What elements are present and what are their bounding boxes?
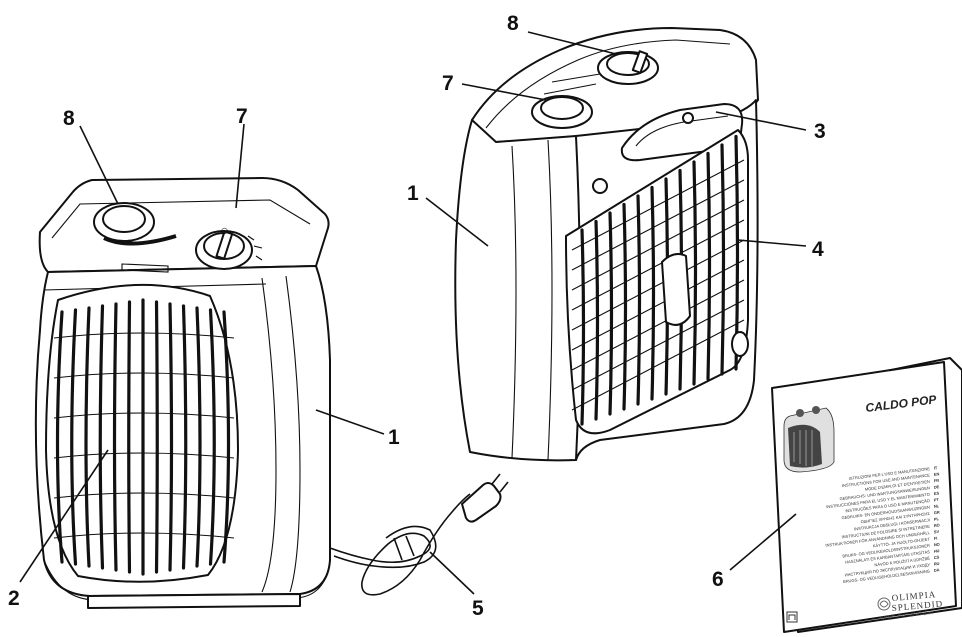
front-grille-band xyxy=(53,452,235,459)
manual-booklet: CALDO POP ISTRUZIONI PER L'USO E MANUTEN… xyxy=(771,357,962,633)
manual-language-code: RO xyxy=(933,522,940,528)
manual-corner-icon xyxy=(786,611,798,623)
front-grille-band xyxy=(53,332,235,339)
front-grille-band xyxy=(53,492,235,499)
back-grille-bar xyxy=(636,194,642,406)
back-callouts: 8 7 3 4 1 xyxy=(407,12,826,261)
front-callouts: 8 7 1 2 xyxy=(8,105,400,610)
front-heater-top xyxy=(38,177,330,273)
back-heater xyxy=(454,27,759,462)
manual-callout: 6 xyxy=(712,513,797,591)
front-grille xyxy=(53,298,235,576)
manual-language-code: NO xyxy=(933,542,940,548)
brand-tagline: HOME OF COMFORT xyxy=(880,610,935,620)
back-grille-bar xyxy=(706,151,712,381)
callout-back-handle: 3 xyxy=(814,120,826,143)
olimpia-logo-icon xyxy=(877,597,891,611)
manual-language-code: DA xyxy=(933,567,939,573)
manual-language-code: CS xyxy=(933,554,939,560)
front-grille-bar xyxy=(127,300,132,574)
cord-callout: 5 xyxy=(429,551,484,620)
back-grille-band xyxy=(571,299,745,391)
manual-language-code: RU xyxy=(933,561,939,567)
back-grille-band xyxy=(571,179,745,271)
back-thermostat-knob[interactable] xyxy=(531,95,593,129)
front-thermostat-knob[interactable]: ○ xyxy=(195,226,263,270)
thermostat-off-icon: ○ xyxy=(221,226,228,235)
front-grille-bar xyxy=(98,304,105,570)
callout-front-selector: 8 xyxy=(63,107,75,130)
manual-language-code: PT xyxy=(933,497,939,503)
callout-front-grille: 2 xyxy=(8,587,20,610)
front-grille-bar xyxy=(154,300,159,574)
back-grille-band xyxy=(571,159,745,251)
manual-language-code: NL xyxy=(933,503,939,509)
back-grille-band xyxy=(571,219,745,311)
manual-thumbnail xyxy=(783,406,835,473)
front-grille-band xyxy=(53,372,235,379)
manual-language-code: EN xyxy=(933,471,939,477)
callout-back-grille: 4 xyxy=(812,238,824,261)
back-grille-bar xyxy=(720,143,726,376)
manual-language-code: IT xyxy=(933,465,938,470)
back-grille-bar xyxy=(692,160,698,386)
power-cord xyxy=(329,473,509,596)
back-grille-bar xyxy=(622,202,628,411)
front-grille-bar xyxy=(84,306,91,568)
back-grille-band xyxy=(571,259,745,351)
front-grille-bar xyxy=(112,302,118,572)
front-heater: ○ xyxy=(34,177,331,609)
front-grille-bar xyxy=(168,302,174,572)
front-grille-band xyxy=(53,412,235,419)
callout-back-body: 1 xyxy=(407,182,419,205)
manual-language-line: NÁVOD K POUŽITÍ A ÚDRŽBĚ xyxy=(874,556,930,568)
manual-language-code: DE xyxy=(933,484,939,490)
manual-language-code: HU xyxy=(933,548,939,554)
manual-language-code: ES xyxy=(933,490,939,496)
back-grille-band xyxy=(571,199,745,291)
back-grille-bar xyxy=(594,219,600,421)
manual-language-code: GR xyxy=(933,510,940,516)
callout-front-thermostat: 7 xyxy=(236,105,248,128)
back-grille-bar xyxy=(580,228,586,426)
plug-icon xyxy=(461,473,509,523)
front-grille-bar xyxy=(195,306,202,568)
front-grille-bar xyxy=(208,308,216,566)
front-grille-bar xyxy=(70,308,78,566)
back-grille-band xyxy=(571,239,745,331)
callout-front-body: 1 xyxy=(388,426,400,449)
back-grille-bar xyxy=(608,211,614,416)
back-grille-band xyxy=(571,319,745,411)
brand-name-2: SPLENDID xyxy=(891,599,943,613)
front-grille-band xyxy=(53,532,235,539)
manual-language-code: FI xyxy=(933,535,937,540)
manual-language-code: FR xyxy=(933,478,939,484)
manual-language-code: SV xyxy=(933,529,939,535)
front-grille-bar xyxy=(55,310,64,564)
back-grille-bar xyxy=(650,185,656,401)
callout-back-thermostat: 7 xyxy=(442,72,454,95)
callout-manual: 6 xyxy=(712,568,724,591)
front-grille-bar xyxy=(181,304,188,570)
back-heater-side xyxy=(454,119,585,462)
front-selector-knob[interactable] xyxy=(93,202,177,246)
callout-back-selector: 8 xyxy=(507,12,519,35)
brand-name-1: OLIMPIA xyxy=(891,589,936,603)
manual-language-code: PL xyxy=(933,516,939,522)
front-grille-bar xyxy=(222,310,231,564)
back-grille-band xyxy=(571,279,745,371)
callout-cord: 5 xyxy=(472,597,484,620)
back-selector-knob[interactable] xyxy=(597,50,659,85)
